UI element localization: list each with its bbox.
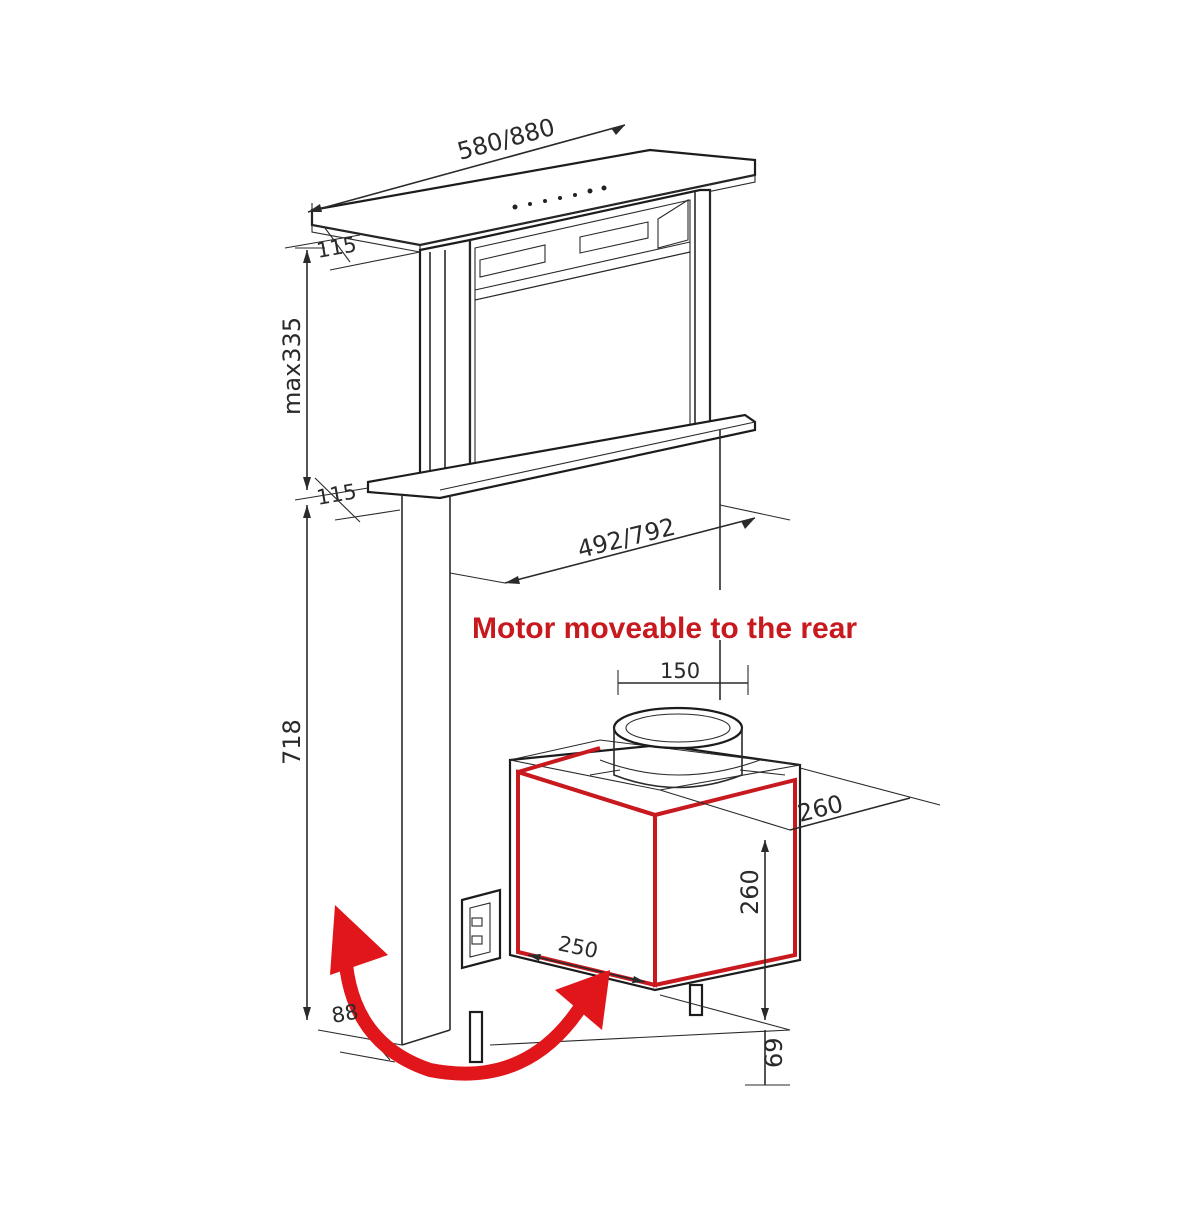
lower-casing — [401, 430, 721, 1064]
arrow-head-left — [330, 905, 388, 975]
control-panel-dots — [512, 185, 607, 210]
connector-box — [460, 888, 502, 970]
upper-hood-body — [418, 188, 712, 492]
dim-total-height: 718 — [278, 719, 306, 765]
motor-unit — [508, 706, 802, 992]
vent-slot-right — [579, 221, 649, 254]
dim-body-width: 492/792 — [575, 513, 679, 564]
support-foot-front — [468, 1010, 484, 1064]
dim-max-height: max335 — [278, 317, 306, 415]
dimension-lines — [284, 124, 941, 1086]
dim-glass-top: 115 — [315, 232, 359, 263]
dim-outlet: 150 — [660, 659, 700, 683]
top-glass-plate — [310, 148, 757, 253]
mid-glass-plate — [366, 413, 757, 500]
arrow-head-right — [555, 970, 610, 1030]
dim-motor-height: 260 — [736, 869, 764, 915]
motor-note: Motor moveable to the rear — [472, 612, 857, 645]
dim-motor-clearance: 69 — [760, 1037, 788, 1068]
dim-motor-depth: 260 — [795, 790, 846, 828]
move-direction-arrow — [330, 905, 610, 1081]
vent-slot-left — [479, 244, 546, 278]
support-foot-motor — [688, 983, 704, 1017]
dim-foot-offset: 88 — [330, 1000, 360, 1028]
